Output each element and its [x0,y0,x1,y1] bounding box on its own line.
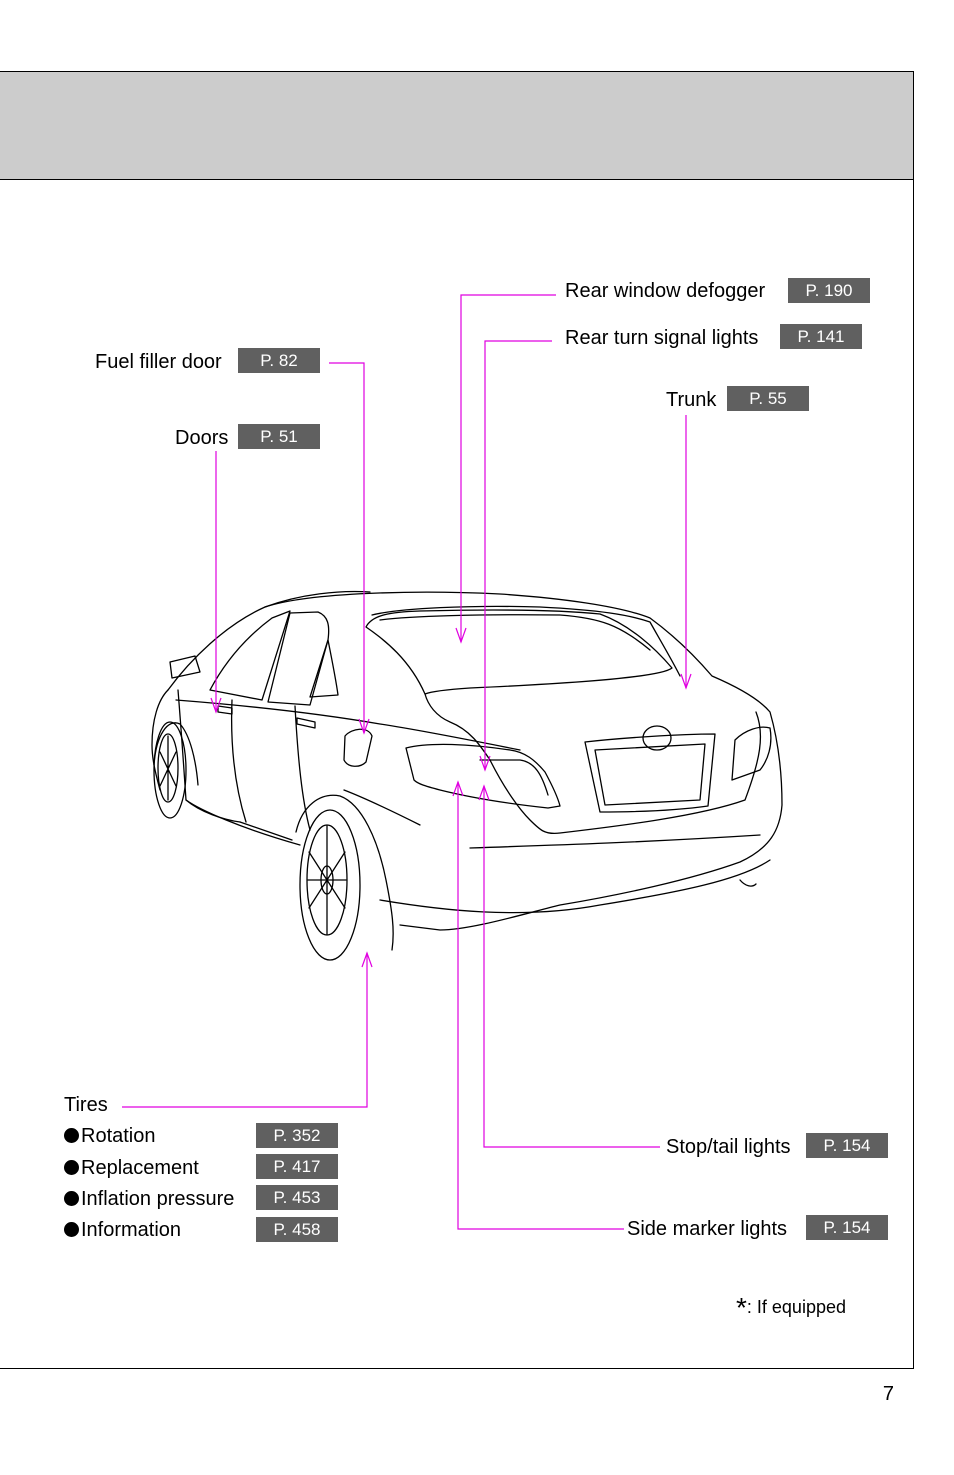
tires-item-replacement: Replacement [64,1156,199,1180]
tires-item-label: Inflation pressure [81,1188,235,1210]
doors-label: Doors [175,427,229,449]
rear-turn-signal-page-badge[interactable]: P. 141 [780,324,862,349]
leader-rear-defogger [460,294,556,642]
side-marker-lights-label: Side marker lights [627,1218,788,1240]
fuel-filler-door-page-badge[interactable]: P. 82 [238,348,320,373]
leader-rear-turn [484,340,552,770]
bullet-icon [64,1191,79,1206]
arrow-tires [361,951,373,968]
inflation-page-badge[interactable]: P. 453 [256,1185,338,1210]
bullet-icon [64,1160,79,1175]
tires-item-information: Information [64,1218,181,1242]
trunk-label: Trunk [666,389,717,411]
footnote: *: If equipped [736,1292,846,1324]
side-marker-lights-page-badge[interactable]: P. 154 [806,1215,888,1240]
arrow-fuel-door [358,718,370,735]
tires-item-rotation: Rotation [64,1124,156,1148]
fuel-filler-door-label: Fuel filler door [95,351,222,373]
leader-lines [122,294,692,1230]
asterisk-symbol: * [736,1292,747,1323]
tires-item-label: Rotation [81,1125,156,1147]
arrow-stop-tail [478,784,490,801]
page-frame [0,180,914,1369]
footnote-text: : If equipped [746,1297,846,1317]
leader-tires [122,953,368,1108]
arrow-rear-defogger [455,627,467,644]
arrow-trunk [680,673,692,690]
stop-tail-lights-page-badge[interactable]: P. 154 [806,1133,888,1158]
header-band [0,71,914,180]
information-page-badge[interactable]: P. 458 [256,1217,338,1242]
arrow-side-marker [452,780,464,797]
rear-defogger-page-badge[interactable]: P. 190 [788,278,870,303]
rear-turn-signal-label: Rear turn signal lights [565,327,759,349]
page-number: 7 [882,1383,894,1405]
arrow-rear-turn [479,755,491,772]
rotation-page-badge[interactable]: P. 352 [256,1123,338,1148]
rear-defogger-label: Rear window defogger [565,280,766,302]
tires-item-inflation: Inflation pressure [64,1187,234,1211]
leader-stop-tail [483,786,660,1148]
leader-side-marker [457,782,624,1230]
bullet-icon [64,1128,79,1143]
leader-fuel-door [329,362,365,733]
tires-title: Tires [64,1094,108,1116]
replacement-page-badge[interactable]: P. 417 [256,1154,338,1179]
car-illustration [151,590,783,961]
bullet-icon [64,1222,79,1237]
arrow-doors [210,697,222,714]
tires-item-label: Information [81,1219,182,1241]
stop-tail-lights-label: Stop/tail lights [666,1136,791,1158]
trunk-page-badge[interactable]: P. 55 [727,386,809,411]
tires-item-label: Replacement [81,1157,199,1179]
doors-page-badge[interactable]: P. 51 [238,424,320,449]
